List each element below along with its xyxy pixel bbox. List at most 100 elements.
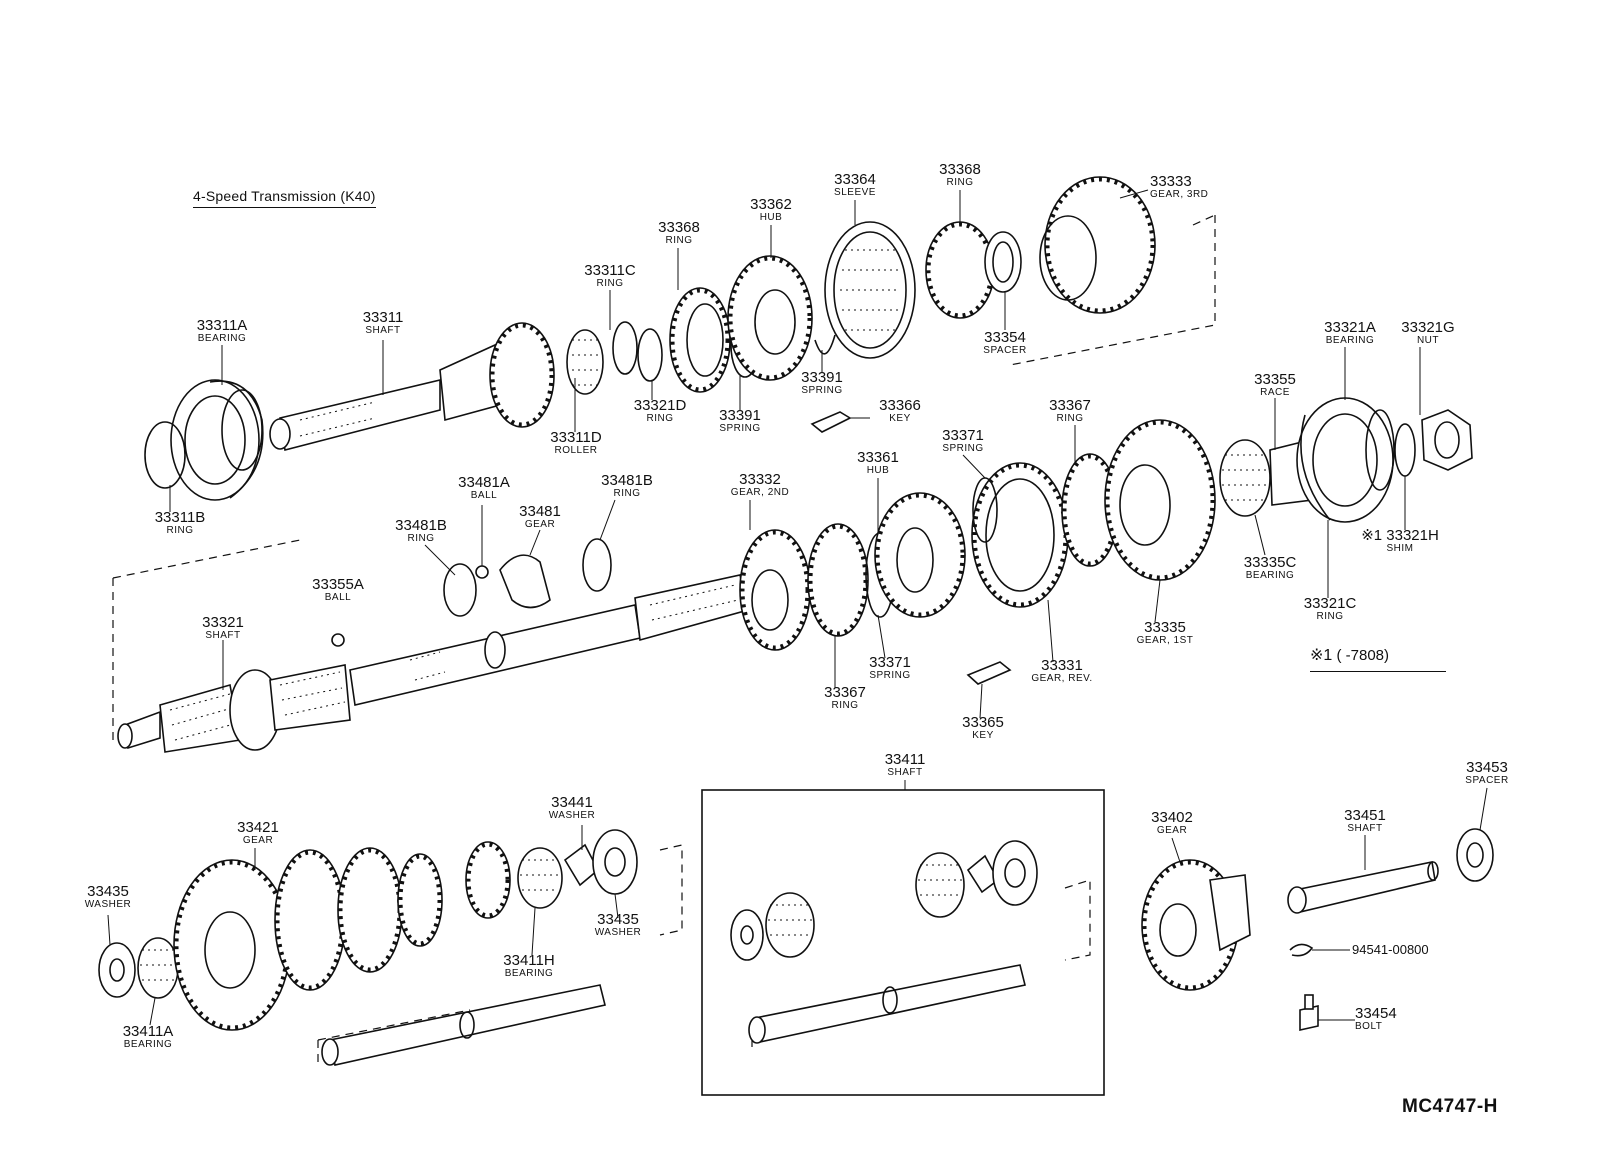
part-number: 33365 — [962, 714, 1004, 731]
part-number: 33311A — [196, 317, 248, 334]
footnote-range: ( -7808) — [1336, 647, 1390, 664]
part-number: 33481A — [458, 474, 510, 491]
part-number: 33335C — [1243, 554, 1297, 571]
part-number: 33367 — [1049, 397, 1091, 414]
part-name: SPRING — [719, 423, 761, 434]
diagram-title: 4-Speed Transmission (K40) — [193, 188, 376, 208]
part-name: BEARING — [504, 968, 554, 979]
part-number: 33332 — [739, 471, 781, 488]
part-number: 33411 — [884, 751, 926, 768]
part-number: 33481B — [395, 517, 447, 534]
part-number: 33411H — [503, 952, 555, 969]
part-number: 33402 — [1151, 809, 1193, 826]
part-number: 33355A — [312, 576, 364, 593]
part-name: SHAFT — [887, 767, 923, 778]
part-name: SHAFT — [365, 325, 401, 336]
part-name: SPACER — [983, 345, 1027, 356]
part-number: 33331 — [1041, 657, 1083, 674]
part-name: WASHER — [594, 927, 642, 938]
part-name: HUB — [759, 212, 783, 223]
part-number: 33321A — [1324, 319, 1376, 336]
callout-94541-00800[interactable]: 94541-00800 — [1352, 943, 1429, 956]
part-name: GEAR, 3RD — [1150, 189, 1209, 200]
part-name: RING — [596, 278, 624, 289]
output-shaft-assembly — [117, 397, 1473, 753]
diagram-code: MC4747-H — [1402, 1096, 1498, 1117]
part-name: BOLT — [1355, 1021, 1383, 1032]
part-name: BALL — [324, 592, 352, 603]
part-name: GEAR — [524, 519, 556, 530]
part-number: 33451 — [1344, 807, 1386, 824]
counter-gear-assembly — [98, 829, 638, 1066]
part-name: SHAFT — [205, 630, 241, 641]
part-number: 33481 — [519, 503, 561, 520]
part-number: 33333 — [1150, 173, 1192, 190]
part-number: 33454 — [1355, 1005, 1397, 1022]
part-number: 33361 — [857, 449, 899, 466]
part-number: 33311C — [584, 262, 636, 279]
part-name: SPRING — [801, 385, 843, 396]
part-name: BEARING — [1245, 570, 1295, 581]
part-name: SHIM — [1386, 543, 1414, 554]
part-name: GEAR, 1ST — [1136, 635, 1194, 646]
counter-shaft-kit-box — [701, 789, 1105, 1096]
part-number: 33354 — [984, 329, 1026, 346]
part-name: SPACER — [1465, 775, 1509, 786]
part-number: ※1 33321H — [1361, 527, 1439, 544]
part-name: RING — [831, 700, 859, 711]
part-number: 33453 — [1466, 759, 1508, 776]
part-number: 33441 — [551, 794, 593, 811]
part-name: RING — [407, 533, 435, 544]
reverse-idler-assembly — [1141, 828, 1494, 1031]
part-number: 33391 — [719, 407, 761, 424]
part-number: 33311 — [362, 309, 404, 326]
